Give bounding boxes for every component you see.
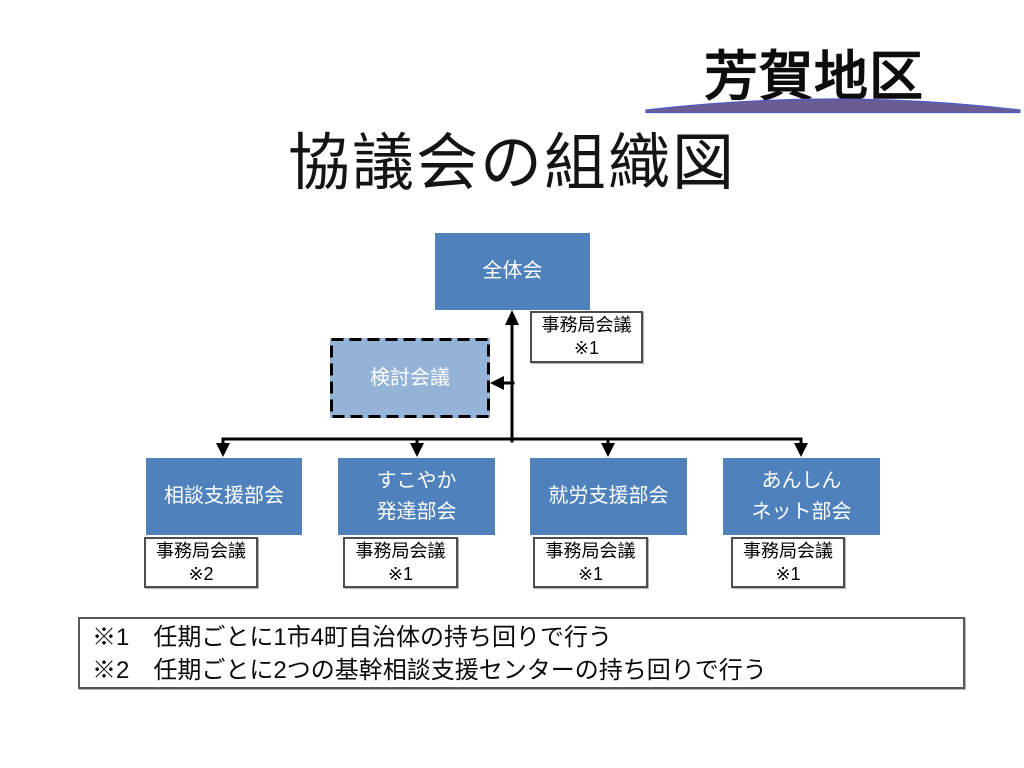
branch-label-line: あんしん (761, 469, 842, 492)
footnote-line-2: ※2 任期ごとに2つの基幹相談支援センターの持ち回りで行う (92, 657, 767, 684)
swoosh-underline-icon (645, 98, 1021, 114)
secretariat-title: 事務局会議 (545, 540, 636, 561)
branch-box-soudan-shien: 相談支援部会 (146, 458, 302, 535)
secretariat-title: 事務局会議 (541, 315, 632, 335)
secretariat-title: 事務局会議 (156, 540, 246, 561)
footnotes-box: ※1 任期ごとに1市4町自治体の持ち回りで行う ※2 任期ごとに2つの基幹相談支… (78, 617, 965, 689)
secretariat-note-ref: ※2 (188, 563, 214, 584)
secretariat-box-soudan: 事務局会議 ※2 (144, 537, 258, 588)
branch-label-line: ネット部会 (751, 500, 852, 523)
district-label: 芳賀地区 (704, 47, 924, 107)
branch-label-line: すこやか (376, 469, 457, 492)
root-box-label: 全体会 (482, 260, 543, 282)
branch-label-line: 相談支援部会 (164, 485, 284, 507)
branch-label-line: 就労支援部会 (548, 485, 669, 507)
branch-box-sukoyaka-hattatsu: すこやか 発達部会 (338, 458, 495, 535)
secretariat-title: 事務局会議 (355, 540, 446, 561)
branch-box-anshin-net: あんしん ネット部会 (723, 458, 880, 535)
secretariat-box-anshin: 事務局会議 ※1 (731, 537, 845, 588)
secretariat-title: 事務局会議 (743, 540, 833, 561)
secretariat-box-shurou: 事務局会議 ※1 (533, 537, 648, 588)
review-meeting-label: 検討会議 (370, 366, 450, 389)
page-title: 協議会の組織図 (287, 129, 736, 198)
secretariat-note-ref: ※1 (573, 338, 600, 358)
secretariat-box-sukoyaka: 事務局会議 ※1 (343, 537, 458, 588)
footnote-line-1: ※1 任期ごとに1市4町自治体の持ち回りで行う (92, 624, 613, 651)
branch-box-shurou-shien: 就労支援部会 (530, 458, 687, 535)
root-secretariat-box: 事務局会議 ※1 (530, 311, 643, 363)
secretariat-note-ref: ※1 (387, 563, 414, 584)
root-box-zentaikai: 全体会 (435, 233, 590, 310)
secretariat-note-ref: ※1 (775, 563, 801, 584)
review-meeting-box: 検討会議 (330, 338, 490, 418)
secretariat-note-ref: ※1 (577, 563, 604, 584)
branch-label-line: 発達部会 (376, 500, 457, 523)
